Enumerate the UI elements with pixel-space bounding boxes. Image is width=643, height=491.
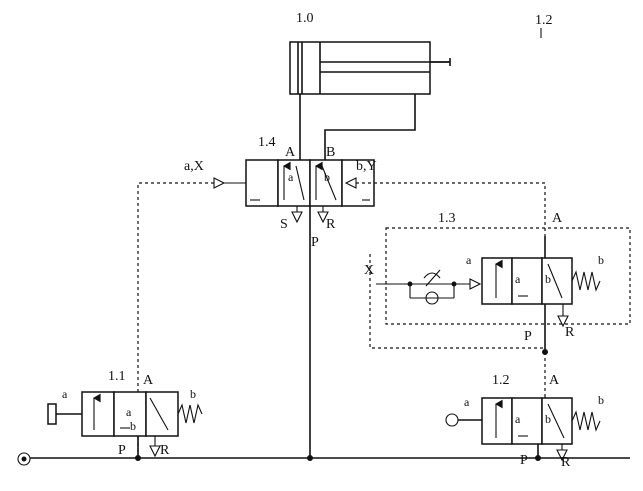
valve-1-3-pos-a-label: a	[515, 272, 521, 286]
valve-1-4-port-S: S	[280, 217, 288, 232]
pilot-triangle-a	[213, 177, 226, 189]
valve-1-2-pos-a-label: a	[515, 412, 521, 426]
valve-1-4-position-b	[309, 159, 343, 207]
air-supply-icon	[17, 452, 31, 466]
check-valve-icon	[425, 291, 439, 305]
valve-1-3-pilot-label: a	[466, 253, 472, 267]
push-button-icon	[47, 403, 57, 425]
valve-1-3-enclosure	[385, 227, 631, 325]
valve-1-4-port-P: P	[311, 235, 319, 250]
valve-1-3-port-X: X	[364, 263, 374, 278]
valve-1-2-spring-label: b	[598, 393, 604, 407]
valve-1-1-spring-icon	[177, 403, 203, 424]
throttle-icon	[423, 272, 441, 279]
valve-1-2-actuator-label: a	[464, 395, 470, 409]
valve-1-2-port-R: R	[561, 455, 571, 470]
valve-1-2-label: 1.2	[492, 373, 510, 388]
valve-1-1-pos-b-label: b	[130, 419, 136, 433]
cylinder-1-0: 1.0	[289, 11, 451, 95]
valve-1-2-spring-icon	[571, 410, 601, 432]
valve-1-4-position-a	[277, 159, 311, 207]
pilot-bY-label: b,Y	[356, 159, 377, 174]
valve-1-1-port-R: R	[160, 443, 170, 458]
valve-1-1: 1.1 A a b a b P R	[47, 369, 203, 458]
valve-1-3-port-R: R	[565, 325, 575, 340]
valve-1-2: 1.2 A a b a b P R	[445, 373, 604, 470]
corner-label: 1.2	[535, 13, 553, 28]
valve-1-2-port-A: A	[549, 373, 560, 388]
valve-1-3-pos-b-label: b	[545, 272, 551, 286]
pilot-aX-label: a,X	[184, 159, 204, 174]
valve-1-4: a b 1.4 A B S P R a,X b,Y	[184, 135, 377, 250]
valve-1-1-label: 1.1	[108, 369, 126, 384]
valve-1-1-spring-label: b	[190, 387, 196, 401]
valve-1-3-port-A: A	[552, 211, 563, 226]
valve-1-1-position-a	[113, 391, 147, 437]
valve-1-4-label: 1.4	[258, 135, 276, 150]
valve-1-4-pos-b-label: b	[324, 170, 330, 184]
valve-1-3-port-P: P	[524, 329, 532, 344]
valve-1-3: 1.3 A X a b b a P R	[364, 211, 631, 349]
valve-1-4-port-R: R	[326, 217, 336, 232]
valve-1-1-port-A: A	[143, 373, 154, 388]
valve-1-3-label: 1.3	[438, 211, 456, 226]
valve-1-1-actuator-label: a	[62, 387, 68, 401]
cylinder-barrel	[289, 41, 431, 95]
valve-1-3-spring-label: b	[598, 253, 604, 267]
valve-1-4-port-B: B	[326, 145, 335, 160]
cylinder-label: 1.0	[296, 11, 314, 26]
valve-1-4-port-A: A	[285, 145, 296, 160]
valve-1-4-pos-a-label: a	[288, 170, 294, 184]
valve-1-3-spring-icon	[571, 270, 601, 292]
valve-1-2-port-P: P	[520, 453, 528, 468]
valve-1-1-pos-a-label: a	[126, 405, 132, 419]
valve-1-1-port-P: P	[118, 443, 126, 458]
valve-1-2-pos-b-label: b	[545, 412, 551, 426]
roller-icon	[445, 413, 459, 427]
